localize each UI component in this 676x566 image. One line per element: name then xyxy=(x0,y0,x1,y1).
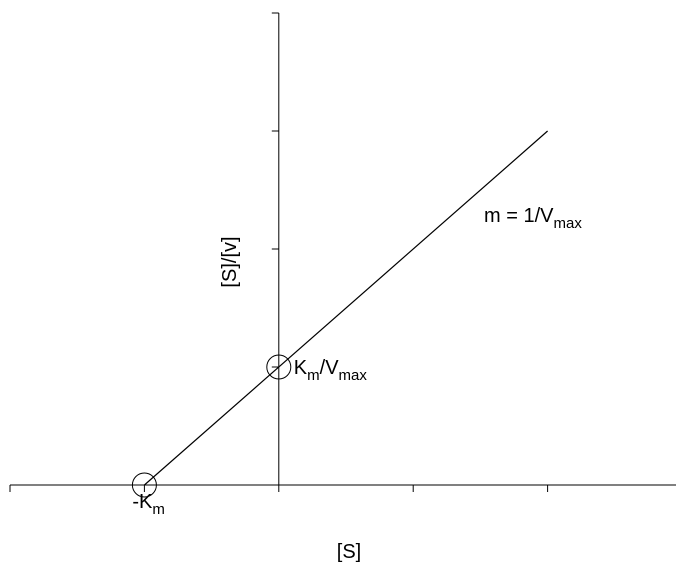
intercept-markers xyxy=(131,354,292,498)
y-intercept-annotation: Km/Vmax xyxy=(294,357,368,384)
y-intercept-annotation-mid: /V xyxy=(320,357,340,379)
x-intercept-annotation-main: -K xyxy=(132,491,153,513)
y-intercept-annotation-sub1: m xyxy=(307,367,320,384)
y-intercept-annotation-main: K xyxy=(294,357,308,379)
axis-ticks xyxy=(9,12,549,492)
x-axis-title: [S] xyxy=(337,541,361,563)
x-intercept-annotation: -Km xyxy=(132,491,165,518)
intercept-marker-circle xyxy=(131,472,157,498)
x-intercept-annotation-subscript: m xyxy=(152,501,165,518)
slope-annotation-main: m = 1/V xyxy=(484,205,554,227)
slope-annotation-subscript: max xyxy=(553,215,582,232)
slope-annotation: m = 1/Vmax xyxy=(484,205,582,232)
plot-series xyxy=(144,130,548,486)
intercept-marker-circle xyxy=(266,354,292,380)
y-axis-title: [S]/[v] xyxy=(219,236,241,287)
series-line xyxy=(144,130,548,486)
y-intercept-annotation-sub2: max xyxy=(339,367,368,384)
